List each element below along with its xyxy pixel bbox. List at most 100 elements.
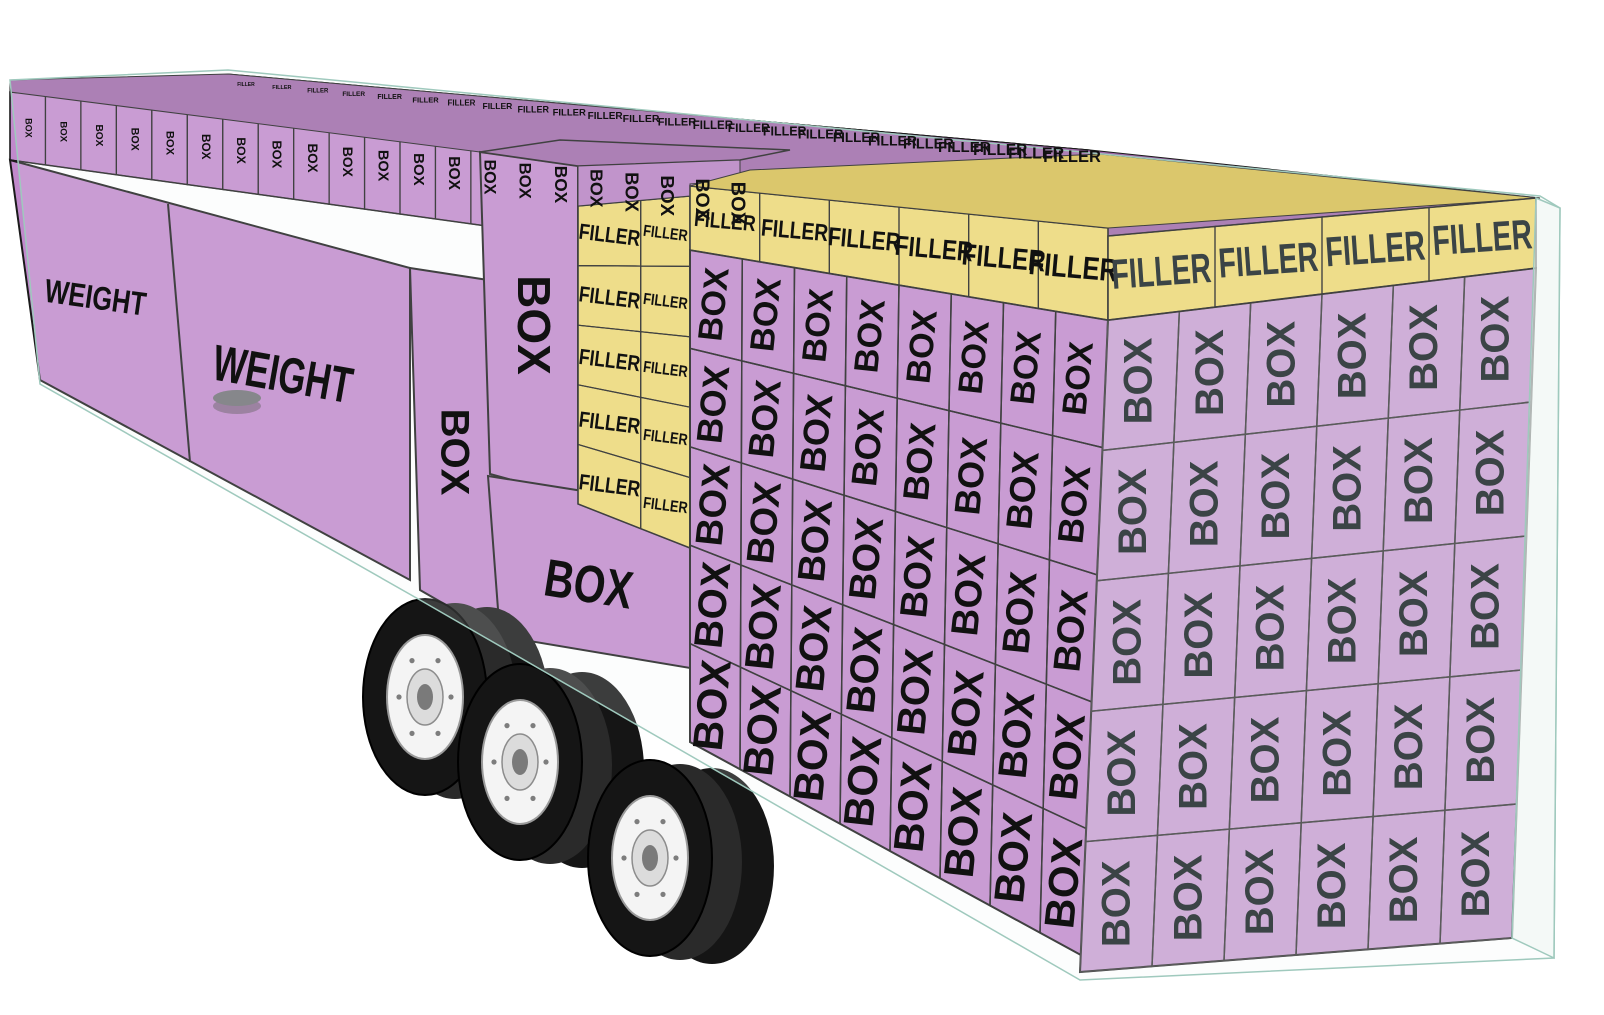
wheel-lug-nut	[448, 694, 454, 700]
box-label: BOX	[884, 759, 940, 854]
box-label: BOX	[1464, 563, 1508, 650]
box-label: BOX	[234, 137, 248, 164]
wheel-lug-nut	[621, 855, 627, 861]
wheel-lug-nut	[435, 658, 441, 664]
filler-label: FILLER	[642, 359, 689, 382]
box-label: BOX	[727, 182, 749, 226]
box-label: BOX	[935, 784, 991, 879]
filler-label: FILLER	[642, 291, 689, 314]
wheel-lug-nut	[660, 819, 666, 825]
filler-label: FILLER	[728, 121, 770, 135]
box-label: BOX	[340, 147, 356, 178]
box-label: BOX	[656, 175, 677, 216]
box-label: BOX	[480, 159, 498, 194]
filler-label: FILLER	[763, 124, 807, 138]
box-label: BOX	[1249, 584, 1293, 671]
filler-label: FILLER	[342, 91, 365, 98]
box-label: BOX	[270, 140, 285, 168]
box-label: BOX	[1003, 329, 1049, 407]
box-label: BOX	[1387, 703, 1431, 790]
filler-label: FILLER	[693, 207, 756, 237]
box-label: BOX	[1259, 321, 1303, 408]
trailer-load-front	[689, 153, 1541, 974]
box-label: BOX	[1105, 599, 1149, 686]
box-label: BOX	[128, 128, 140, 151]
wheel-lug-nut	[504, 723, 510, 729]
wheel-lug-nut	[491, 759, 497, 765]
box-label: BOX	[516, 163, 535, 199]
box-label: BOX	[688, 461, 738, 548]
filler-label: FILLER	[1043, 148, 1101, 166]
filler-label: FILLER	[693, 120, 734, 132]
filler-label: FILLER	[1217, 233, 1320, 287]
wheel-hub	[512, 749, 528, 775]
box-label: BOX	[622, 172, 643, 213]
box-label: BOX	[740, 378, 789, 460]
box-label: BOX	[684, 657, 740, 752]
filler-label: FILLER	[588, 111, 624, 122]
box-label: BOX	[737, 581, 790, 672]
box-label: BOX	[1046, 587, 1096, 674]
box-label: BOX	[1315, 710, 1359, 797]
box-label: BOX	[1111, 468, 1155, 555]
filler-label: FILLER	[1110, 245, 1213, 299]
front-filler-top	[689, 153, 1541, 229]
box-label: BOX	[691, 265, 737, 343]
box-label: BOX	[691, 179, 713, 221]
filler-label: FILLER	[938, 139, 991, 156]
wheel-hub	[417, 684, 433, 710]
box-label: BOX	[951, 318, 997, 396]
filler-label: FILLER	[377, 94, 402, 101]
filler-label: FILLER	[272, 85, 291, 91]
box-label: BOX	[445, 156, 462, 190]
filler-label: FILLER	[553, 108, 586, 119]
box-label: BOX	[995, 569, 1045, 656]
box-label: BOX	[1473, 296, 1517, 383]
box-label: BOX	[1238, 848, 1282, 935]
box-label: BOX	[734, 683, 790, 778]
filler-label: FILLER	[868, 132, 917, 148]
filler-label: FILLER	[642, 427, 689, 450]
box-label: BOX	[899, 308, 945, 386]
box-label: BOX	[93, 124, 104, 146]
box-label: BOX	[1055, 340, 1101, 418]
box-label: BOX	[1049, 464, 1098, 546]
box-label: BOX	[839, 624, 892, 715]
vertical-box-2-top	[479, 139, 791, 167]
box-label: BOX	[1188, 329, 1232, 416]
box-label: BOX	[551, 166, 571, 204]
trailer-wheels	[362, 598, 774, 964]
box-label: BOX	[1243, 716, 1287, 803]
wheel-lug-nut	[504, 795, 510, 801]
wheel-lug-nut	[543, 759, 549, 765]
box-label: BOX	[991, 689, 1044, 780]
wheel-lug-nut	[396, 694, 402, 700]
box-label: BOX	[586, 169, 606, 208]
box-label: BOX	[374, 150, 390, 182]
filler-label: FILLER	[307, 88, 329, 94]
filler-label: FILLER	[903, 137, 954, 153]
box-label: BOX	[199, 134, 212, 160]
filler-label: FILLER	[642, 223, 689, 246]
filler-label: FILLER	[642, 495, 689, 518]
box-label: BOX	[944, 551, 994, 638]
box-label: BOX	[1397, 437, 1441, 524]
filler-label: FILLER	[518, 104, 550, 114]
box-label: BOX	[847, 297, 893, 375]
box-label: BOX	[1310, 842, 1354, 929]
box-label: BOX	[998, 449, 1047, 531]
box-label: BOX	[1094, 860, 1138, 947]
box-label: BOX	[1166, 854, 1210, 941]
filler-label: FILLER	[833, 130, 880, 145]
box-label: BOX	[946, 435, 995, 517]
filler-label: FILLER	[658, 116, 697, 128]
box-label: BOX	[1100, 729, 1144, 816]
filler-label: FILLER	[1431, 211, 1534, 265]
wheel-lug-nut	[530, 795, 536, 801]
filler-label: FILLER	[447, 99, 475, 108]
filler-label: FILLER	[798, 127, 844, 142]
filler-label: FILLER	[623, 113, 660, 125]
box-label: BOX	[893, 533, 943, 620]
box-label: BOX	[305, 144, 320, 173]
